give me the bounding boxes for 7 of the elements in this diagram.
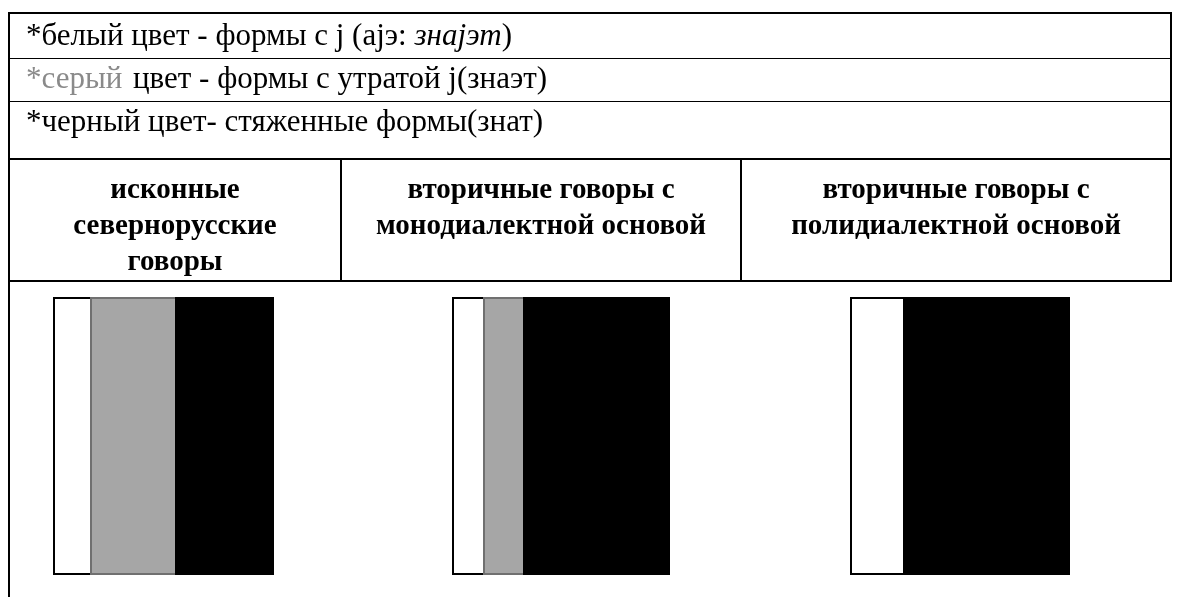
legend-note: *серый bbox=[26, 59, 123, 97]
column-header: вторичные говоры с монодиалектной основой bbox=[374, 171, 708, 242]
legend-note: цвет - формы с утратой j(знаэт) bbox=[133, 59, 548, 97]
column-header: вторичные говоры с полидиалектной основой bbox=[790, 171, 1122, 242]
column-header: исконные севернорусские говоры bbox=[72, 171, 278, 278]
legend-note: *черный цвет- стяженные формы(знат) bbox=[26, 102, 544, 140]
legend-note: *белый цвет - формы с j (аjэ: знаjэт) bbox=[26, 16, 513, 54]
